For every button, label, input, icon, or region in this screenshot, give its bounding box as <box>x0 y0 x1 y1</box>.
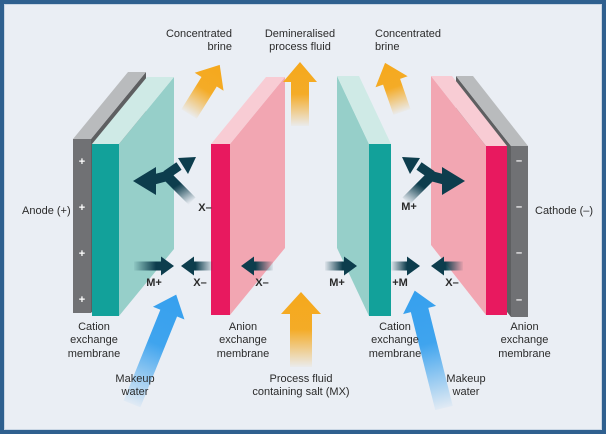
label-concentrated-brine-right: Concentrated brine <box>375 28 442 54</box>
plus-sign: + <box>79 294 85 306</box>
deflection-main-head <box>133 167 156 195</box>
ion-arrow-m-plus-right-3 <box>391 256 420 276</box>
membrane-front-face <box>486 146 507 315</box>
label-demineralised-process-fluid: Demineralised process fluid <box>264 28 336 54</box>
ion-arrow-x-minus-left-3 <box>431 256 463 276</box>
deflection-branch-head <box>178 157 196 174</box>
minus-sign: – <box>516 247 522 259</box>
ion-deflection-arrow-left <box>133 157 196 205</box>
ion-label-m-plus-deflected: M+ <box>401 201 417 213</box>
makeup-water-arrow-left <box>123 294 185 408</box>
demineralised-fluid-up-arrow <box>283 62 317 126</box>
cathode-minus-signs: – – – – <box>516 155 522 306</box>
membrane-top-face <box>431 76 507 146</box>
makeup-water-arrows <box>123 290 453 411</box>
ion-arrow-x-minus-left-1 <box>181 256 213 276</box>
diagram-canvas: + + + + <box>73 62 528 411</box>
anion-membrane-2-slab <box>431 76 507 315</box>
label-makeup-water-1: Makeup water <box>115 373 155 399</box>
flow-arrows-yellow <box>181 62 411 367</box>
deflection-branch-head <box>402 157 420 174</box>
cathode-front-face <box>511 146 528 317</box>
label-cation-membrane-2: Cation exchange membrane <box>368 321 422 360</box>
makeup-water-arrow-right <box>403 290 453 411</box>
ion-label-x-minus-deflected: X– <box>198 202 212 214</box>
deflection-branch <box>163 162 182 179</box>
membrane-front-face <box>211 144 230 315</box>
minus-sign: – <box>516 155 522 167</box>
ion-label-mid-1: M+ <box>146 277 162 289</box>
label-anion-membrane-1: Anion exchange membrane <box>216 321 270 360</box>
membrane-front-face <box>92 144 119 316</box>
membrane-top-face <box>92 77 174 144</box>
label-makeup-water-2: Makeup water <box>446 373 486 399</box>
label-process-fluid: Process fluid containing salt (MX) <box>252 373 350 399</box>
cation-membrane-1-slab <box>92 77 174 316</box>
anode-plus-signs: + + + + <box>79 156 85 306</box>
deflection-main-head <box>442 167 465 195</box>
membrane-side-face <box>230 77 285 315</box>
ion-label-mid-3: X– <box>255 277 269 289</box>
plus-sign: + <box>79 156 85 168</box>
plus-sign: + <box>79 248 85 260</box>
ion-label-mid-6: X– <box>445 277 459 289</box>
ion-arrow-m-plus-right-2 <box>325 256 357 276</box>
label-anode: Anode (+) <box>22 205 71 217</box>
ion-label-mid-5: +M <box>392 277 408 289</box>
deflection-branch <box>416 162 435 179</box>
label-cation-membrane-1: Cation exchange membrane <box>67 321 121 360</box>
label-cathode: Cathode (–) <box>535 205 594 217</box>
anion-membrane-1-slab <box>211 77 285 315</box>
ion-deflection-arrow-right <box>402 157 465 205</box>
cathode-top-face <box>456 76 528 146</box>
cation-membrane-2-slab <box>337 76 391 316</box>
ion-arrow-m-plus-right-1 <box>134 256 174 276</box>
ion-label-mid-2: X– <box>193 277 207 289</box>
membrane-top-face <box>337 76 391 144</box>
label-concentrated-brine-left: Concentrated brine <box>165 28 232 54</box>
membrane-side-face <box>431 76 486 315</box>
ion-label-mid-4: M+ <box>329 277 345 289</box>
ion-migration-arrows <box>134 256 463 276</box>
concentrated-brine-up-arrow-right <box>375 62 411 115</box>
membrane-side-face <box>337 76 369 316</box>
concentrated-brine-up-arrow-left <box>181 64 224 119</box>
ion-arrow-x-minus-left-2 <box>241 256 273 276</box>
plus-sign: + <box>79 202 85 214</box>
membrane-top-face <box>211 77 285 144</box>
minus-sign: – <box>516 201 522 213</box>
label-anion-membrane-2: Anion exchange membrane <box>498 321 551 360</box>
anode-top-face <box>73 72 146 139</box>
membrane-side-face <box>119 77 174 316</box>
minus-sign: – <box>516 294 522 306</box>
process-fluid-inlet-arrow <box>281 292 321 367</box>
anode-front-face <box>73 139 91 313</box>
membrane-front-face <box>369 144 391 316</box>
